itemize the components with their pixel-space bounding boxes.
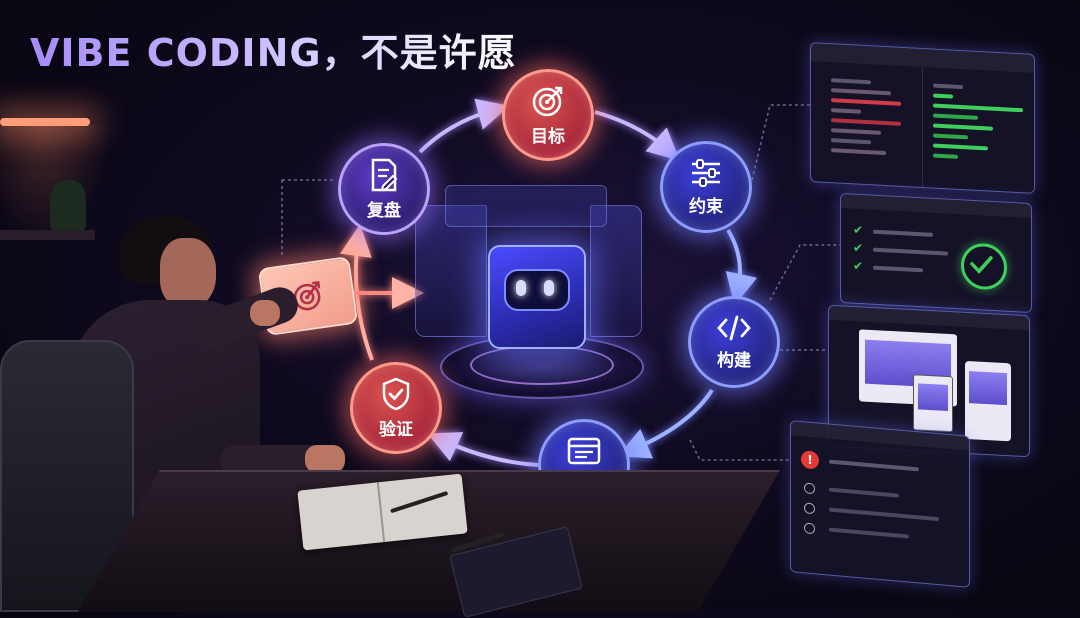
arrow-constraints-to-build — [725, 228, 758, 306]
cycle-node-goal-label: 目标 — [531, 126, 565, 147]
error-log-panel: ! — [790, 420, 970, 588]
code-icon — [717, 315, 751, 340]
arrow-goal-to-constraints — [594, 110, 680, 161]
check-icon: ✔ — [853, 240, 864, 256]
hologram-ring-inner — [470, 345, 614, 385]
plant — [50, 180, 86, 230]
robot-ai-icon — [488, 245, 586, 349]
cycle-node-verify-label: 验证 — [379, 419, 413, 440]
cycle-node-review[interactable]: 复盘 — [338, 143, 430, 235]
checklist-panel: ✔ ✔ ✔ — [840, 192, 1032, 314]
arrow-preview-to-verify — [427, 432, 539, 467]
shelf — [0, 230, 95, 240]
hologram-screen-left — [415, 205, 487, 337]
cycle-node-review-label: 复盘 — [367, 200, 401, 221]
hologram-screen-right — [590, 205, 642, 337]
radio-icon — [804, 482, 815, 495]
code-diff-panel — [810, 42, 1035, 194]
wall-lamp — [0, 118, 90, 126]
target-icon — [532, 86, 563, 116]
arrow-verify-to-review — [340, 224, 374, 361]
cycle-node-build-label: 构建 — [717, 350, 751, 371]
tablet-mockup — [913, 374, 953, 433]
error-icon: ! — [801, 450, 819, 470]
cycle-node-build[interactable]: 构建 — [688, 296, 780, 388]
cycle-node-goal[interactable]: 目标 — [502, 69, 594, 161]
cycle-node-verify[interactable]: 验证 — [350, 362, 442, 454]
arrow-review-to-goal — [418, 98, 510, 154]
mobile-mockup — [965, 360, 1011, 442]
sliders-icon — [692, 158, 720, 187]
document-edit-icon — [371, 158, 398, 191]
arrow-build-to-preview — [617, 388, 714, 459]
check-icon: ✔ — [853, 222, 864, 238]
check-icon: ✔ — [853, 258, 864, 274]
success-check-icon — [961, 242, 1007, 291]
person-hand — [250, 300, 280, 326]
cycle-node-constraints-label: 约束 — [689, 196, 723, 217]
radio-icon — [804, 502, 815, 515]
hologram-screen-back — [445, 185, 607, 227]
page-title: VIBE CODING，不是许愿 — [30, 22, 517, 77]
person-lower-hand — [305, 445, 345, 473]
shield-check-icon — [382, 377, 410, 410]
person-head — [160, 238, 216, 308]
cycle-node-constraints[interactable]: 约束 — [660, 141, 752, 233]
radio-icon — [804, 522, 815, 535]
browser-window-icon — [567, 437, 601, 464]
